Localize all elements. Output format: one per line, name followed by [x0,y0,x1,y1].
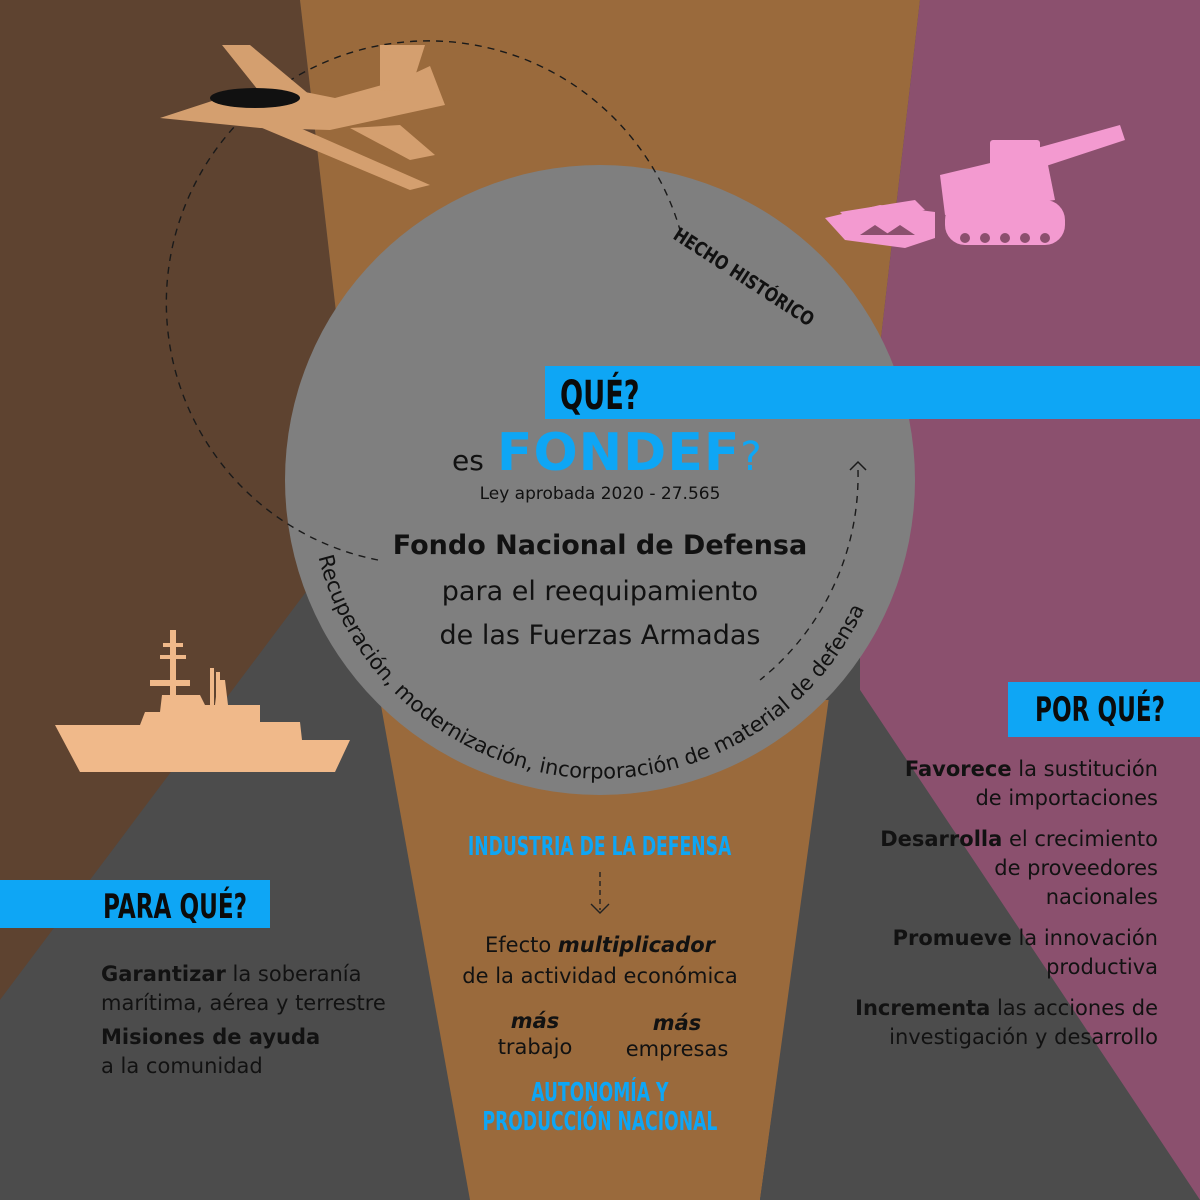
autonomia-wrap2: PRODUCCIÓN NACIONAL [400,1109,800,1135]
es-label: es [452,444,484,477]
fondo-line2: para el reequipamiento [441,576,759,607]
mas-empresas: más empresas [625,1011,729,1061]
autonomia-line2: PRODUCCIÓN NACIONAL [482,1107,718,1137]
fighter-jet-icon [160,45,445,190]
que-title: QUÉ? [560,373,640,419]
panel-left-gray [0,520,470,1200]
industria-wrap: INDUSTRIA DE LA DEFENSA [400,834,800,860]
para-que-bar [0,880,270,928]
que-bar [545,366,1200,419]
industria-label: INDUSTRIA DE LA DEFENSA [468,832,732,862]
warship-icon [55,630,350,772]
para-que-list: Garantizar la soberanía marítima, aérea … [101,960,431,1081]
mas-trabajo: más trabajo [497,1009,573,1059]
para-que-item: Garantizar la soberanía marítima, aérea … [101,962,386,1015]
para-que-title: PARA QUÉ? [103,887,248,927]
down-arrow-icon [590,872,610,914]
es-fondef-line: es FONDEF? [452,423,772,483]
fondef-label: FONDEF [496,423,741,483]
panel-center-brown [380,700,830,1200]
ley-label: Ley aprobada 2020 - 27.565 [479,484,721,504]
autonomia-wrap: AUTONOMÍA Y [400,1080,800,1106]
arc-arrow-icon [849,460,867,471]
efecto-block: Efecto multiplicador de la actividad eco… [462,933,738,988]
fondo-line1: Fondo Nacional de Defensa [392,530,808,561]
fondo-line3: de las Fuerzas Armadas [439,620,761,651]
por-que-item: Promueve la innovación productiva [892,926,1158,979]
dashed-arc-right [759,469,859,681]
autonomia-line1: AUTONOMÍA Y [531,1078,669,1108]
self-propelled-artillery-icon [825,125,1125,248]
por-que-item: Desarrolla el crecimiento de proveedores… [880,827,1158,909]
por-que-list: Favorece la sustitución de importaciones… [798,755,1158,1052]
por-que-title: POR QUÉ? [1035,690,1166,730]
por-que-item: Favorece la sustitución de importaciones [904,757,1158,810]
main-circle [285,165,915,795]
por-que-bar [1008,682,1200,737]
panel-right-gray-tri [760,690,1200,1200]
para-que-item: Misiones de ayuda a la comunidad [101,1025,321,1078]
fondef-qmark: ? [740,434,762,480]
por-que-item: Incrementa las acciones de investigación… [855,996,1158,1049]
